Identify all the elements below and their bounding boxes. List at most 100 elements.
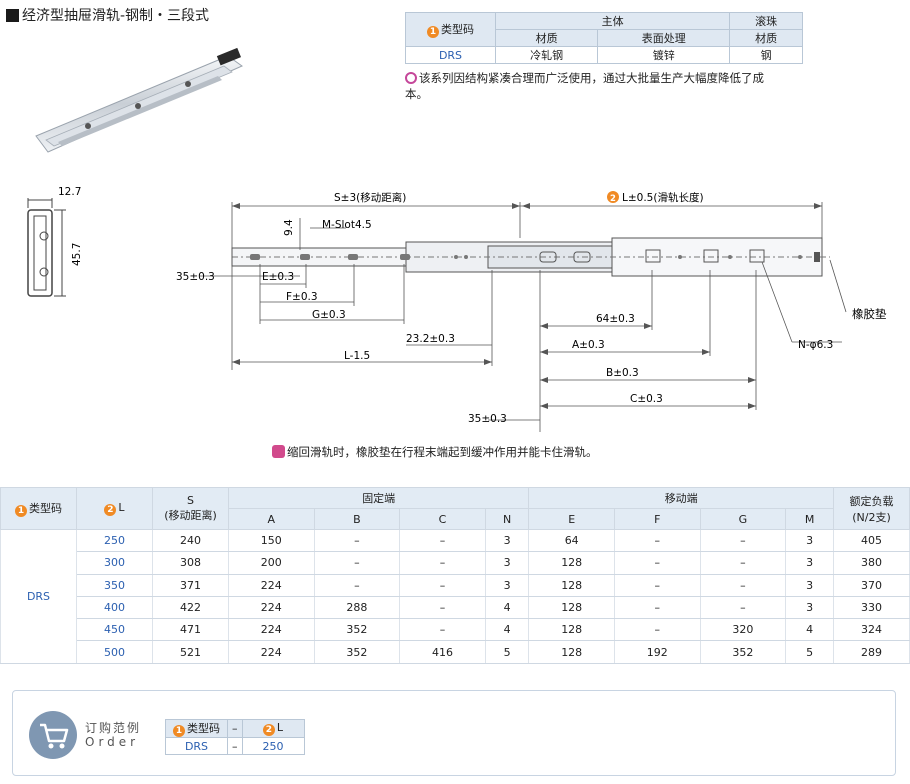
header-col-e: E bbox=[528, 508, 615, 530]
cross-section bbox=[27, 198, 66, 297]
rubber-pad-label: 橡胶垫 bbox=[852, 307, 887, 321]
dim-f: F±0.3 bbox=[286, 291, 318, 303]
dimension-drawing: 12.7 45.7 bbox=[27, 186, 887, 432]
cell-n: 3 bbox=[484, 528, 530, 553]
dim-b: B±0.3 bbox=[606, 367, 639, 379]
cell-e: 128 bbox=[528, 618, 615, 642]
cell-c: 416 bbox=[399, 640, 486, 664]
cart-icon bbox=[29, 711, 77, 759]
cell-l: 250 bbox=[76, 528, 153, 553]
hole-label: N-φ6.3 bbox=[798, 339, 833, 351]
header-col-n: N bbox=[484, 508, 530, 530]
cell-e: 128 bbox=[528, 640, 615, 664]
cell-load: 330 bbox=[833, 595, 910, 620]
cell-e: 128 bbox=[528, 573, 615, 597]
cell-m: 3 bbox=[785, 573, 834, 597]
dim-l-1-5: L-1.5 bbox=[344, 350, 370, 362]
cell-load: 324 bbox=[833, 618, 910, 642]
cell-s: 422 bbox=[152, 595, 229, 620]
cell-l: 350 bbox=[76, 573, 153, 597]
cell-load: 380 bbox=[833, 551, 910, 575]
cell-s: 240 bbox=[152, 528, 229, 553]
cell-g: – bbox=[699, 595, 787, 620]
cell-m: 4 bbox=[785, 618, 834, 642]
note-compact: 该系列因结构紧凑合理而广泛使用，通过大批量生产大幅度降低了成本。 bbox=[405, 71, 764, 101]
dim-s: S±3(移动距离) bbox=[334, 191, 406, 204]
header-col-c: C bbox=[399, 508, 486, 530]
cell-n: 3 bbox=[484, 573, 530, 597]
cell-a: 224 bbox=[228, 640, 315, 664]
cell-l: 500 bbox=[76, 640, 153, 664]
cell-load: 405 bbox=[833, 528, 910, 553]
dim-9-4: 9.4 bbox=[283, 219, 295, 236]
cell-c: – bbox=[399, 618, 486, 642]
cell-n: 4 bbox=[484, 618, 530, 642]
cell-e: 128 bbox=[528, 551, 615, 575]
note-rubber-pad: 缩回滑轨时，橡胶垫在行程末端起到缓冲作用并能卡住滑轨。 bbox=[272, 444, 598, 460]
cell-a: 224 bbox=[228, 573, 315, 597]
dim-35-b: 35±0.3 bbox=[468, 413, 507, 425]
dim-12-7: 12.7 bbox=[58, 186, 81, 198]
dim-45-7: 45.7 bbox=[71, 243, 83, 266]
spec-type-value: DRS bbox=[405, 46, 496, 64]
page-title: 经济型抽屉滑轨-钢制・三段式 bbox=[6, 5, 209, 25]
cell-a: 150 bbox=[228, 528, 315, 553]
cell-n: 4 bbox=[484, 595, 530, 620]
dim-35-a: 35±0.3 bbox=[176, 271, 215, 283]
dim-g: G±0.3 bbox=[312, 309, 346, 321]
cell-l: 400 bbox=[76, 595, 153, 620]
cell-b: – bbox=[313, 528, 401, 553]
dim-mslot: M-Slot4.5 bbox=[322, 219, 372, 231]
note-circle-icon bbox=[405, 72, 417, 84]
spec-surface-label: 表面处理 bbox=[597, 29, 731, 47]
note-square-icon bbox=[272, 445, 285, 458]
cell-e: 64 bbox=[528, 528, 615, 553]
cell-c: – bbox=[399, 573, 486, 597]
cell-m: 5 bbox=[785, 640, 834, 664]
dim-a: A±0.3 bbox=[572, 339, 605, 351]
dim-e: E±0.3 bbox=[262, 271, 294, 283]
cell-load: 289 bbox=[833, 640, 910, 664]
cell-l: 300 bbox=[76, 551, 153, 575]
header-moving: 移动端 bbox=[528, 487, 834, 509]
cell-b: – bbox=[313, 573, 401, 597]
cell-a: 224 bbox=[228, 595, 315, 620]
cell-g: 320 bbox=[699, 618, 787, 642]
order-sep-header: – bbox=[227, 719, 243, 738]
cell-g: 352 bbox=[699, 640, 787, 664]
spec-ball-material: 钢 bbox=[729, 46, 803, 64]
cell-f: 192 bbox=[614, 640, 701, 664]
cell-f: – bbox=[614, 551, 701, 575]
order-subtitle: Order bbox=[85, 735, 140, 749]
header-col-a: A bbox=[228, 508, 315, 530]
spec-ball-material-label: 材质 bbox=[729, 29, 803, 47]
cell-a: 200 bbox=[228, 551, 315, 575]
cell-c: – bbox=[399, 595, 486, 620]
order-title: 订购范例 bbox=[85, 721, 142, 735]
cell-s: 471 bbox=[152, 618, 229, 642]
cell-f: – bbox=[614, 528, 701, 553]
header-col-b: B bbox=[313, 508, 401, 530]
header-col-g: G bbox=[699, 508, 787, 530]
order-type-value: DRS bbox=[165, 737, 228, 755]
cell-e: 128 bbox=[528, 595, 615, 620]
cell-load: 370 bbox=[833, 573, 910, 597]
header-fixed: 固定端 bbox=[227, 487, 530, 509]
row-type-value: DRS bbox=[0, 529, 77, 664]
spec-surface-value: 镀锌 bbox=[597, 46, 731, 64]
header-col-m: M bbox=[785, 508, 834, 530]
cell-f: – bbox=[614, 573, 701, 597]
dim-l: L±0.5(滑轨长度) bbox=[622, 191, 704, 204]
header-load: 额定负载(N/2支) bbox=[833, 487, 910, 530]
spec-ball-header: 滚珠 bbox=[729, 12, 803, 30]
dim-23-2: 23.2±0.3 bbox=[406, 333, 455, 345]
